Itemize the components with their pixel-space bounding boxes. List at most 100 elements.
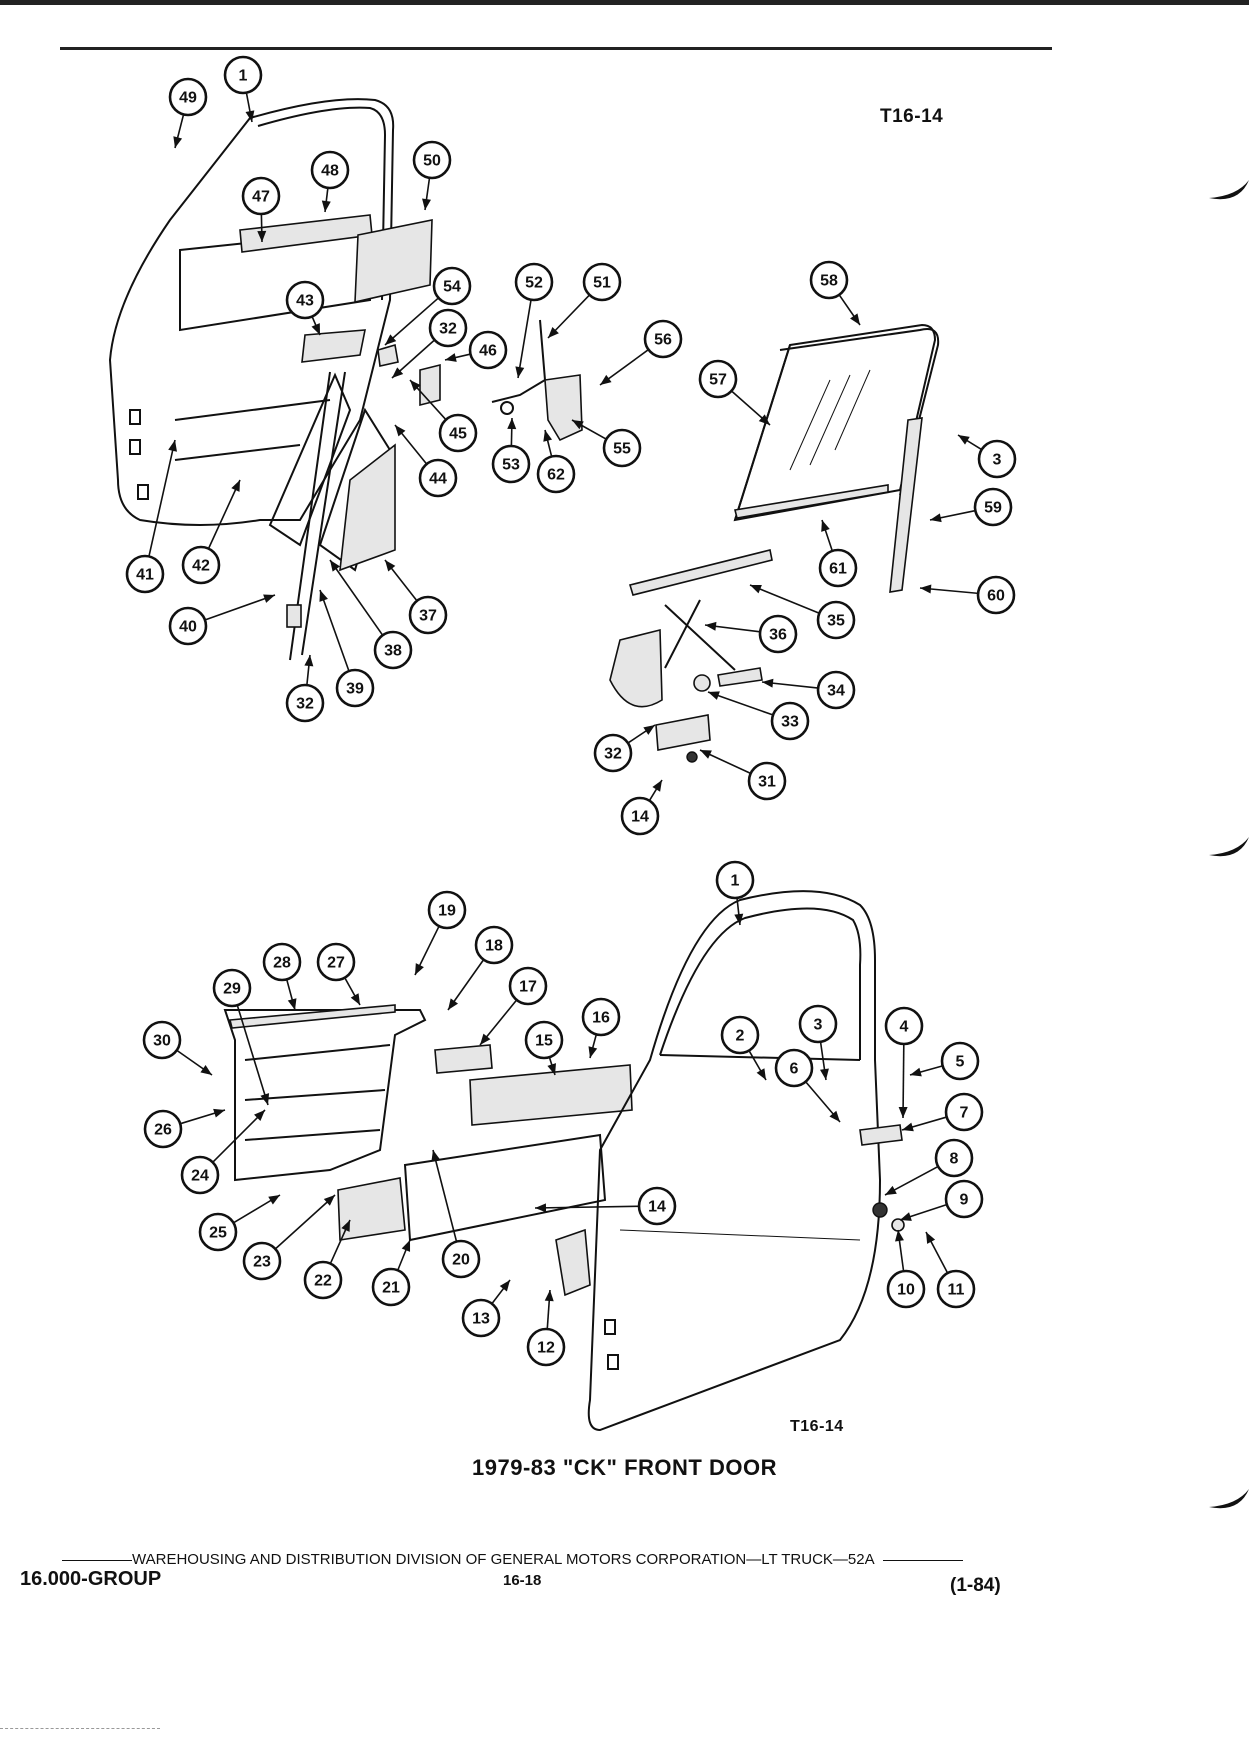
leader-arrowhead (734, 913, 744, 925)
callout-46: 46 (444, 330, 508, 370)
callout-45: 45 (409, 379, 478, 453)
binding-mark-top (1209, 180, 1249, 200)
door-trim-panel (223, 1004, 633, 1297)
leader-arrowhead (902, 1122, 914, 1132)
callout-59: 59 (929, 487, 1013, 527)
callout-circle (408, 595, 448, 635)
callout-6: 6 (774, 1048, 841, 1123)
callout-circle (514, 262, 554, 302)
callout-number: 27 (327, 955, 345, 972)
callout-circle (491, 444, 531, 484)
callout-number: 42 (192, 558, 210, 575)
leader-arrowhead (926, 1232, 936, 1244)
callout-circle (884, 1006, 924, 1046)
leader-arrowhead (311, 323, 320, 335)
leader-arrowhead (445, 353, 457, 362)
callout-circle (581, 997, 621, 1037)
callout-circle (816, 670, 856, 710)
callout-3: 3 (957, 434, 1017, 479)
callout-number: 49 (179, 90, 197, 107)
callout-number: 43 (296, 293, 314, 310)
callout-52: 52 (514, 262, 554, 379)
leader-arrowhead (448, 998, 459, 1010)
leader-arrowhead (168, 440, 177, 452)
footer-dash-left (62, 1559, 132, 1561)
leader-arrowhead (392, 367, 404, 378)
callout-number: 21 (382, 1280, 400, 1297)
leader-arrowhead (900, 1212, 912, 1221)
callout-62: 62 (536, 429, 576, 494)
leader-arrowhead (422, 198, 431, 210)
callout-number: 53 (502, 457, 520, 474)
callout-circle (944, 1092, 984, 1132)
callout-48: 48 (310, 150, 350, 213)
callout-2: 2 (720, 1015, 767, 1081)
callout-number: 31 (758, 774, 776, 791)
callout-circle (142, 1020, 182, 1060)
callout-12: 12 (526, 1289, 566, 1367)
callout-circle (798, 1004, 838, 1044)
callout-circle (758, 614, 798, 654)
leader-arrowhead (756, 1068, 766, 1080)
callout-circle (774, 1048, 814, 1088)
footer-division-line: WAREHOUSING AND DISTRIBUTION DIVISION OF… (62, 1551, 963, 1568)
callout-circle (637, 1186, 677, 1226)
callout-circle (418, 458, 458, 498)
callout-number: 5 (956, 1054, 965, 1071)
callout-20: 20 (431, 1149, 481, 1279)
leader-arrowhead (572, 420, 584, 430)
footer-division-text: WAREHOUSING AND DISTRIBUTION DIVISION OF… (132, 1551, 875, 1568)
callout-32: 32 (391, 308, 468, 379)
callout-number: 33 (781, 714, 799, 731)
callout-circle (373, 630, 413, 670)
callout-34: 34 (761, 670, 856, 710)
leader-arrowhead (330, 560, 340, 572)
callout-37: 37 (384, 559, 448, 635)
callout-57: 57 (698, 359, 771, 426)
callout-16: 16 (581, 997, 621, 1059)
callout-circle (180, 1155, 220, 1195)
callout-24: 24 (180, 1109, 266, 1195)
callout-circle (643, 319, 683, 359)
leader-arrowhead (708, 691, 720, 700)
leader-arrowhead (263, 594, 275, 603)
callout-41: 41 (125, 439, 177, 594)
leader-arrowhead (543, 430, 553, 442)
callout-4: 4 (884, 1006, 924, 1119)
callout-31: 31 (699, 749, 787, 801)
callout-circle (944, 1179, 984, 1219)
callout-55: 55 (571, 419, 642, 468)
callout-circle (715, 860, 755, 900)
leader-arrowhead (395, 425, 406, 437)
callout-number: 37 (419, 608, 437, 625)
callout-14: 14 (620, 779, 663, 836)
callout-circle (432, 266, 472, 306)
callout-number: 23 (253, 1254, 271, 1271)
callout-number: 55 (613, 441, 631, 458)
callout-42: 42 (181, 479, 241, 585)
leader-arrowhead (385, 560, 396, 572)
page-number: 16-18 (503, 1572, 542, 1589)
callout-number: 58 (820, 273, 838, 290)
callout-number: 32 (439, 321, 457, 338)
callout-3: 3 (798, 1004, 838, 1081)
callout-49: 49 (168, 77, 208, 149)
callout-circle (593, 733, 633, 773)
callout-number: 45 (449, 426, 467, 443)
callout-circle (438, 413, 478, 453)
callout-number: 38 (384, 643, 402, 660)
callout-number: 7 (960, 1105, 969, 1122)
callout-5: 5 (909, 1041, 980, 1081)
leader-arrowhead (321, 200, 331, 212)
callout-circle (886, 1269, 926, 1309)
leader-arrowhead (895, 1230, 904, 1242)
callout-circle (181, 545, 221, 585)
callout-circle (212, 968, 252, 1008)
group-number: 16.000-GROUP (20, 1568, 162, 1590)
leader-arrowhead (643, 725, 655, 735)
callout-circle (168, 606, 208, 646)
callout-circle (285, 280, 325, 320)
callout-1: 1 (223, 55, 263, 123)
callout-circle (371, 1267, 411, 1307)
